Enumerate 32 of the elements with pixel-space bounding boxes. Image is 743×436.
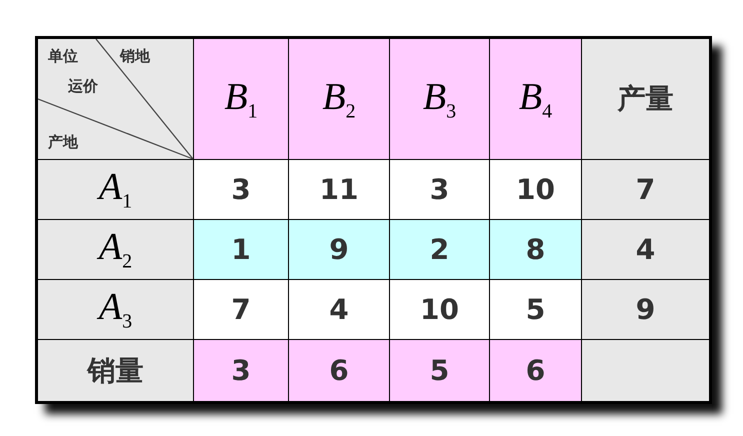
table-cell: 8 — [490, 220, 582, 280]
header-label: 销地 — [120, 47, 150, 66]
table-cell: B$_{1}$ — [194, 39, 289, 160]
table-cell: 9 — [289, 220, 390, 280]
table-cell: B$_{3}$ — [390, 39, 490, 160]
header-label: 单位 — [48, 47, 78, 66]
table-cell: 5 — [390, 340, 490, 401]
table-cell: 7 — [582, 160, 709, 220]
table-cell: 3 — [194, 160, 289, 220]
table-cell: A$_{2}$ — [38, 220, 194, 280]
table-cell: B$_{2}$ — [289, 39, 390, 160]
table-cell: 5 — [490, 280, 582, 340]
table-cell: 4 — [289, 280, 390, 340]
table-cell: 9 — [582, 280, 709, 340]
table-cell: A$_{1}$ — [38, 160, 194, 220]
header-label: 运价 — [68, 77, 98, 96]
table-cell: 产量 — [582, 39, 709, 160]
table-cell: B$_{4}$ — [490, 39, 582, 160]
table-cell: 6 — [490, 340, 582, 401]
table-cell: 6 — [289, 340, 390, 401]
table-cell: 4 — [582, 220, 709, 280]
table-cell: 3 — [390, 160, 490, 220]
table-cell: 1 — [194, 220, 289, 280]
table-cell: 11 — [289, 160, 390, 220]
table-cell: 销量 — [38, 340, 194, 401]
table-cell: 10 — [490, 160, 582, 220]
table-cell: 3 — [194, 340, 289, 401]
table-cell: 10 — [390, 280, 490, 340]
table-cell: 2 — [390, 220, 490, 280]
table-cell: A$_{3}$ — [38, 280, 194, 340]
header-label: 产地 — [48, 133, 78, 152]
table-cell: 7 — [194, 280, 289, 340]
